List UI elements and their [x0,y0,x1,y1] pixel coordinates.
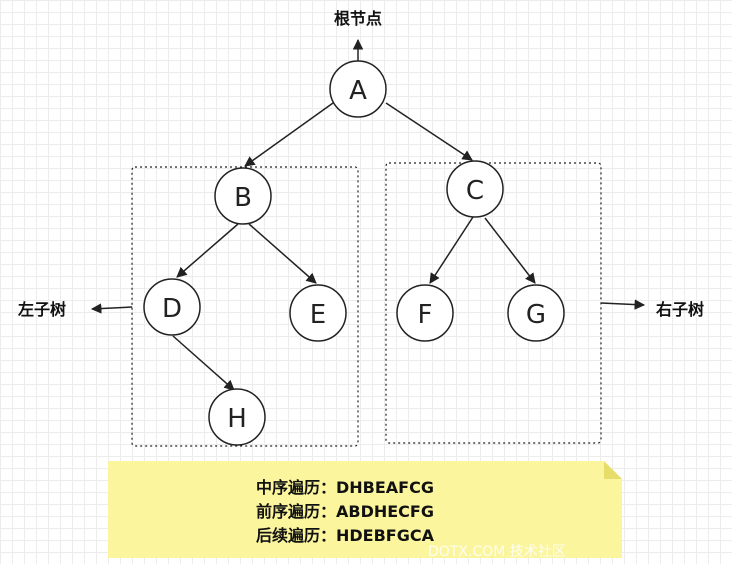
node-b-label: B [234,183,252,213]
watermark: DOTX.COM 技术社区 [428,544,566,560]
right-subtree-label: 右子树 [656,300,704,319]
node-b-circle [214,167,272,225]
node-g: G [507,284,565,342]
node-f-label: F [418,300,433,330]
node-g-circle [507,284,565,342]
node-e: E [289,284,347,342]
node-e-label: E [310,300,326,330]
node-h-label: H [227,404,247,434]
edge-c-g [484,217,536,284]
edge-c-f [429,216,474,284]
node-g-label: G [526,300,546,330]
node-b: B [214,167,272,225]
node-e-circle [289,284,347,342]
edge-b-d [176,223,239,278]
node-f: F [396,284,454,342]
node-d-circle [143,278,201,336]
edge-a-c [385,102,473,161]
edge-a-b [244,102,334,167]
node-d-label: D [162,294,182,324]
edge-b-e [248,223,317,284]
node-c-label: C [466,176,484,206]
node-a-label: A [349,76,367,106]
node-h-circle [208,388,266,446]
node-c-circle [446,160,504,218]
node-d: D [143,278,201,336]
inorder-line: 中序遍历：DHBEAFCG [256,478,434,497]
traversal-note: 中序遍历：DHBEAFCG 前序遍历：ABDHECFG 后续遍历：HDEBFGC… [108,461,622,558]
left-subtree-box [131,166,359,447]
note-fold [604,461,622,479]
left-subtree-label: 左子树 [17,300,66,319]
node-h: H [208,388,266,446]
node-c: C [446,160,504,218]
note-background [108,461,622,558]
postorder-line: 后续遍历：HDEBFGCA [256,526,435,545]
root-label: 根节点 [334,9,382,28]
preorder-line: 前序遍历：ABDHECFG [256,502,434,521]
node-a-circle [329,60,387,118]
edge-d-h [172,335,235,391]
right-subtree-arrow [600,299,646,310]
node-f-circle [396,284,454,342]
left-subtree-arrow [90,303,133,314]
node-a: A [329,60,387,118]
